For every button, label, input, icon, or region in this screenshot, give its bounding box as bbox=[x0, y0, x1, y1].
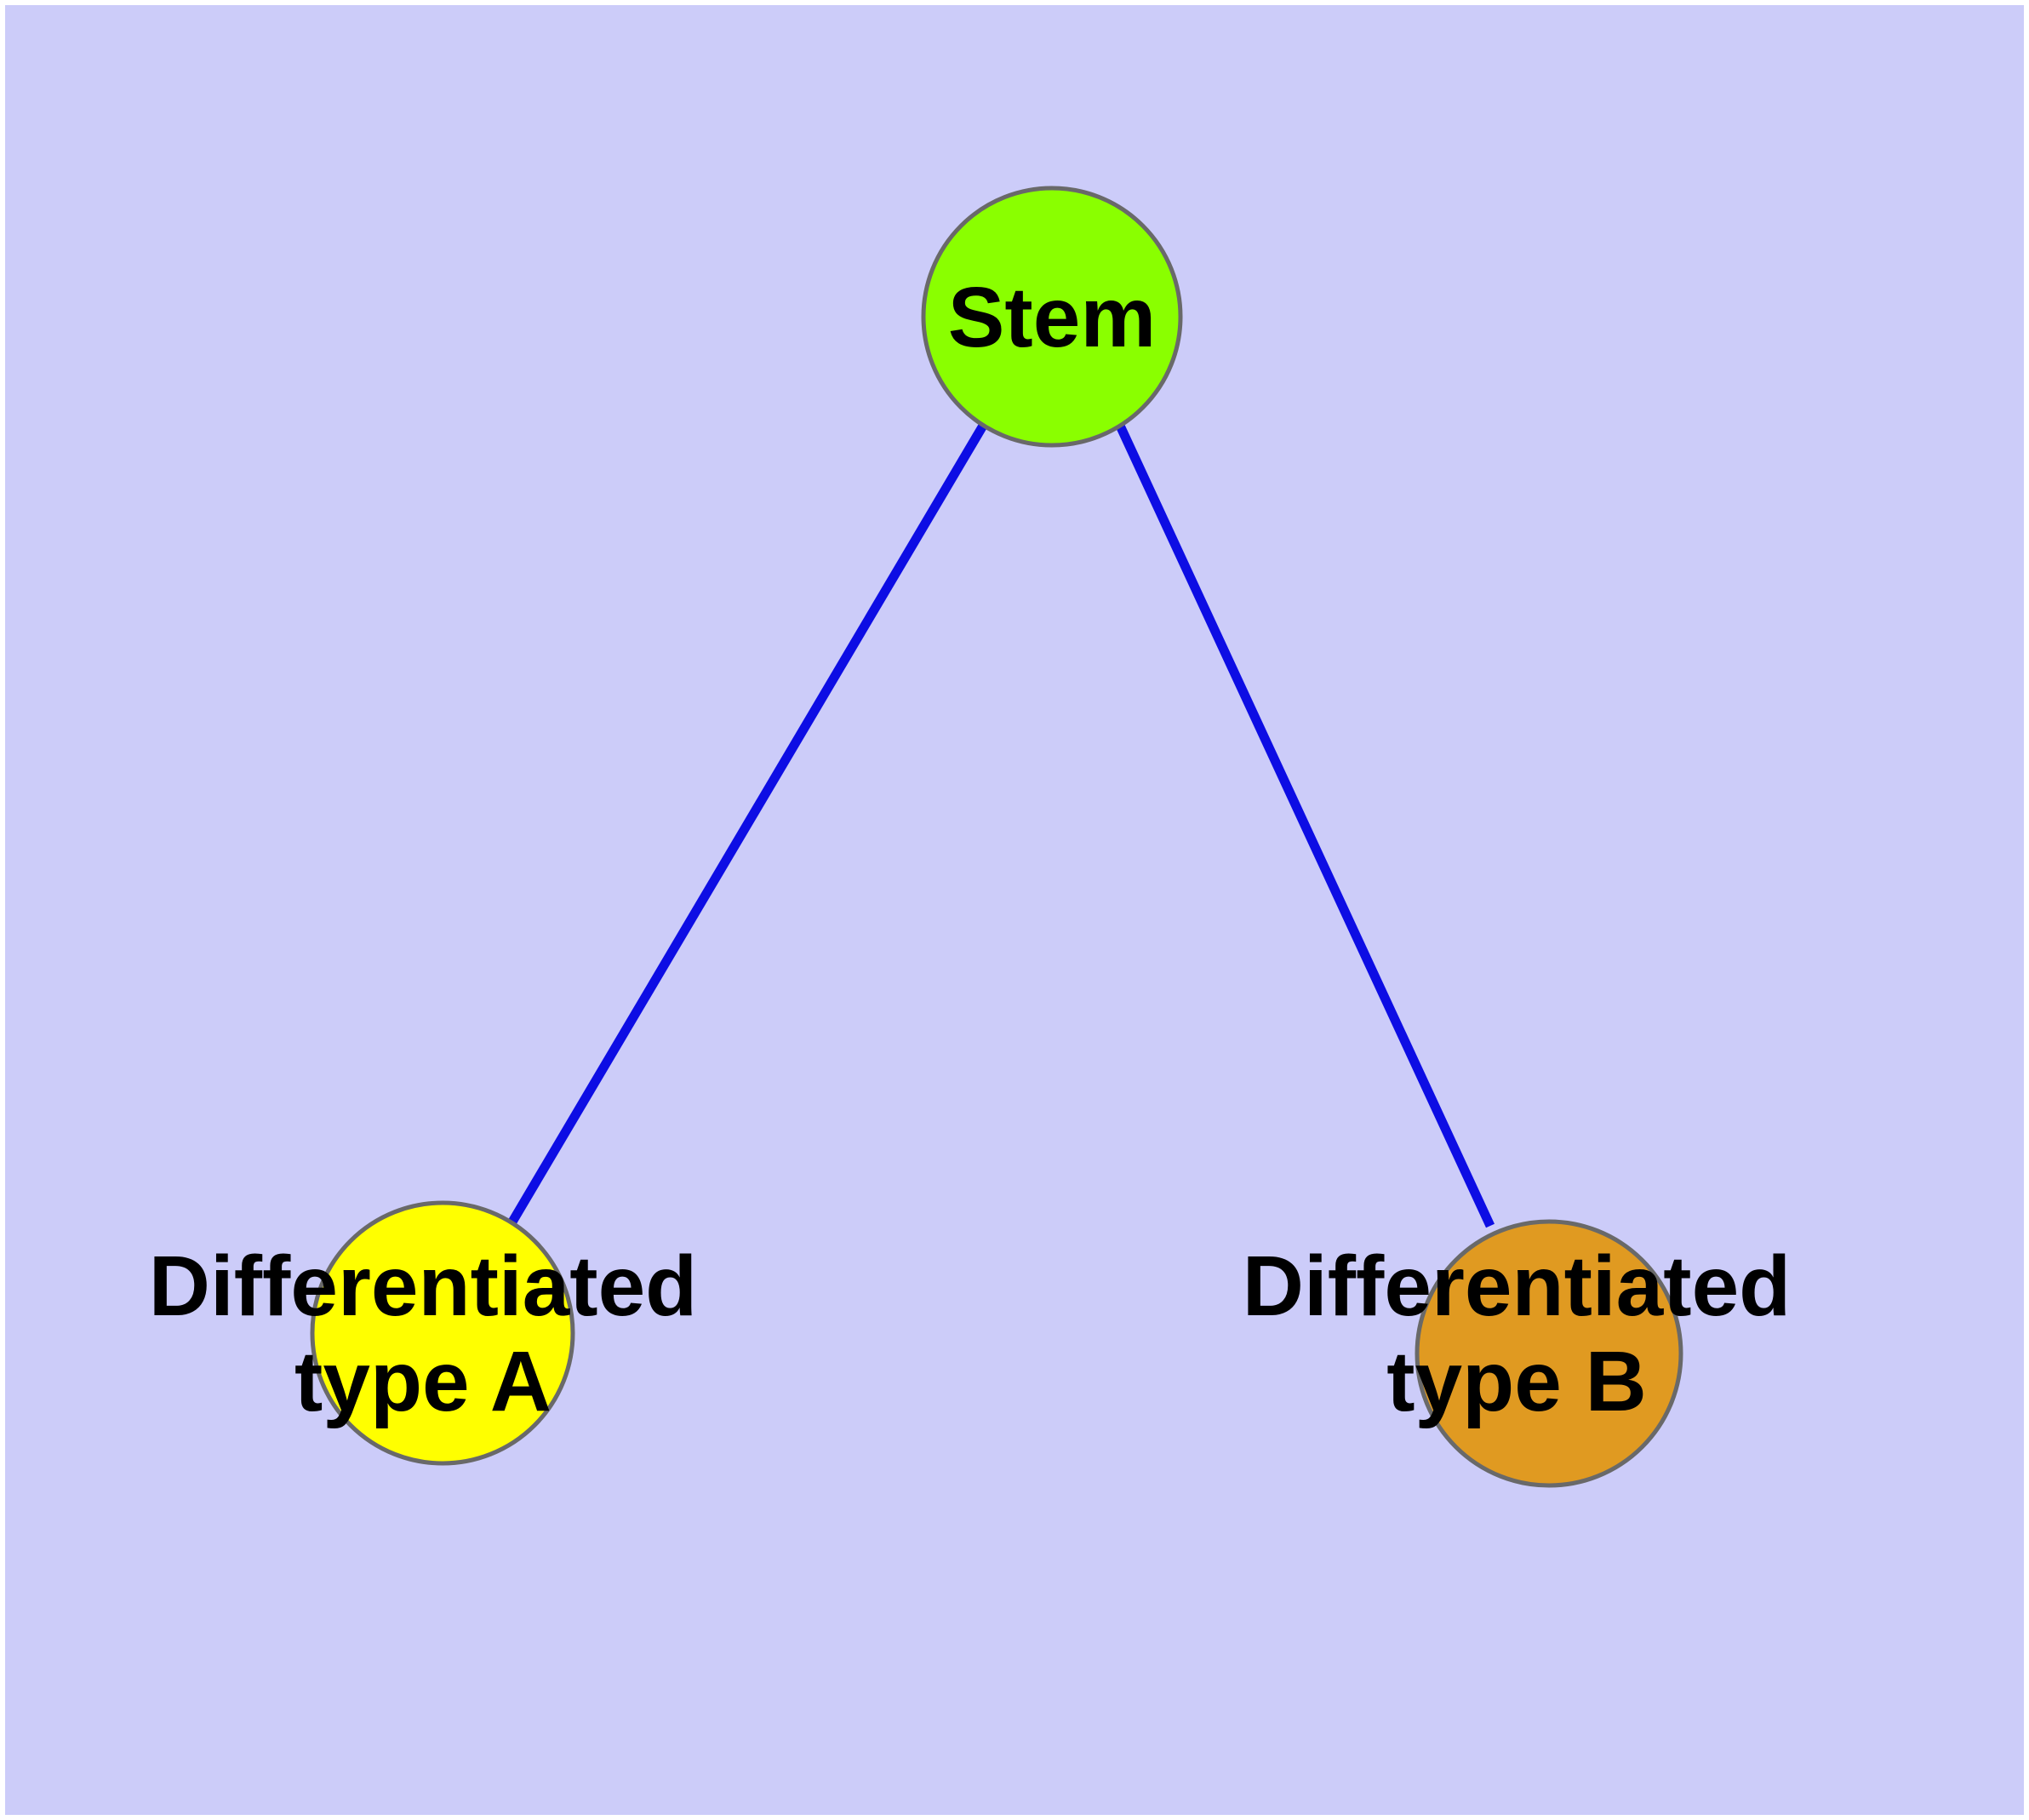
edge-stem-to-differentiated-type-b[interactable] bbox=[1116, 423, 1495, 1228]
node-stem-label: Stem bbox=[948, 270, 1157, 365]
node-label-line: type B bbox=[1386, 1334, 1647, 1429]
node-differentiated-type-b-circle[interactable] bbox=[1415, 1219, 1683, 1488]
edge-stem-to-differentiated-type-a[interactable] bbox=[507, 423, 987, 1226]
edge-group bbox=[507, 423, 1495, 1228]
node-stem-circle[interactable] bbox=[921, 186, 1183, 448]
node-group bbox=[310, 186, 1683, 1488]
node-label-line: Stem bbox=[948, 270, 1157, 365]
node-label-line: Differentiated bbox=[149, 1239, 698, 1334]
node-label-line: Differentiated bbox=[1243, 1239, 1792, 1334]
node-label-line: type A bbox=[294, 1334, 552, 1429]
node-differentiated-type-a-circle[interactable] bbox=[310, 1200, 575, 1466]
